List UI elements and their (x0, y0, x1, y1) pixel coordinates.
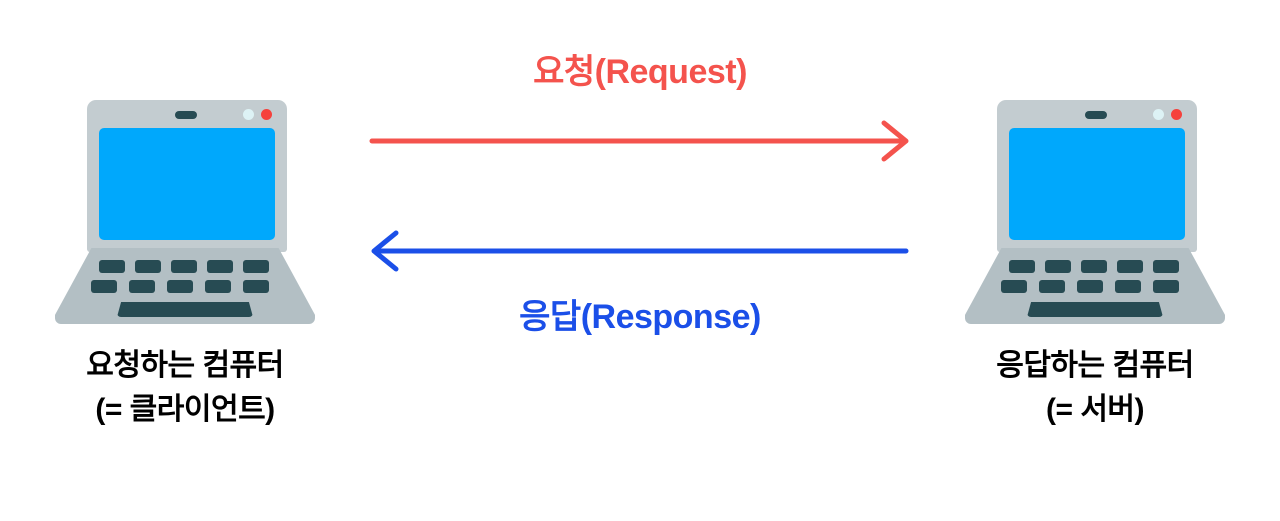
keyboard-key (1081, 260, 1107, 273)
keyboard-key (243, 280, 269, 293)
node-caption-client: 요청하는 컴퓨터 (= 클라이언트) (20, 344, 350, 431)
caption-line-2: (= 클라이언트) (95, 392, 275, 426)
laptop-icon-client (55, 92, 315, 330)
laptop-screen (99, 128, 275, 240)
keyboard-key (1039, 280, 1065, 293)
status-indicator-pale-icon (243, 109, 254, 120)
keyboard-key (91, 280, 117, 293)
keyboard-key (99, 260, 125, 273)
node-server: 응답하는 컴퓨터 (= 서버) (930, 92, 1260, 492)
status-indicator-pale-icon (1153, 109, 1164, 120)
node-caption-server: 응답하는 컴퓨터 (= 서버) (930, 344, 1260, 431)
keyboard-key (135, 260, 161, 273)
node-client: 요청하는 컴퓨터 (= 클라이언트) (20, 92, 350, 492)
caption-line-2: (= 서버) (1045, 392, 1145, 426)
keyboard-key (1153, 260, 1179, 273)
laptop-lid (997, 100, 1197, 252)
keyboard-key (205, 280, 231, 293)
keyboard-key (207, 260, 233, 273)
keyboard-key (1153, 280, 1179, 293)
response-label: 응답(Response) (519, 298, 761, 336)
keyboard-key (1001, 280, 1027, 293)
laptop-icon-server (965, 92, 1225, 330)
keyboard-key (243, 260, 269, 273)
caption-line-1: 응답하는 컴퓨터 (996, 349, 1194, 382)
keyboard-key (129, 280, 155, 293)
status-indicator-red-icon (1171, 109, 1182, 120)
request-arrow (360, 118, 920, 164)
keyboard-key (167, 280, 193, 293)
keyboard-spacebar (1027, 302, 1163, 317)
caption-line-1: 요청하는 컴퓨터 (86, 349, 284, 382)
keyboard-key (1009, 260, 1035, 273)
keyboard-key (171, 260, 197, 273)
status-indicator-red-icon (261, 109, 272, 120)
keyboard-spacebar (117, 302, 253, 317)
request-label: 요청(Request) (533, 53, 747, 91)
keyboard-key (1077, 280, 1103, 293)
webcam-icon (175, 111, 197, 119)
response-arrow (360, 228, 920, 274)
keyboard-key (1117, 260, 1143, 273)
laptop-screen (1009, 128, 1185, 240)
laptop-lid (87, 100, 287, 252)
webcam-icon (1085, 111, 1107, 119)
keyboard-key (1045, 260, 1071, 273)
laptop-keyboard (965, 252, 1225, 324)
request-arrow-icon (369, 120, 909, 162)
laptop-keyboard (55, 252, 315, 324)
keyboard-key (1115, 280, 1141, 293)
response-arrow-icon (371, 230, 909, 272)
